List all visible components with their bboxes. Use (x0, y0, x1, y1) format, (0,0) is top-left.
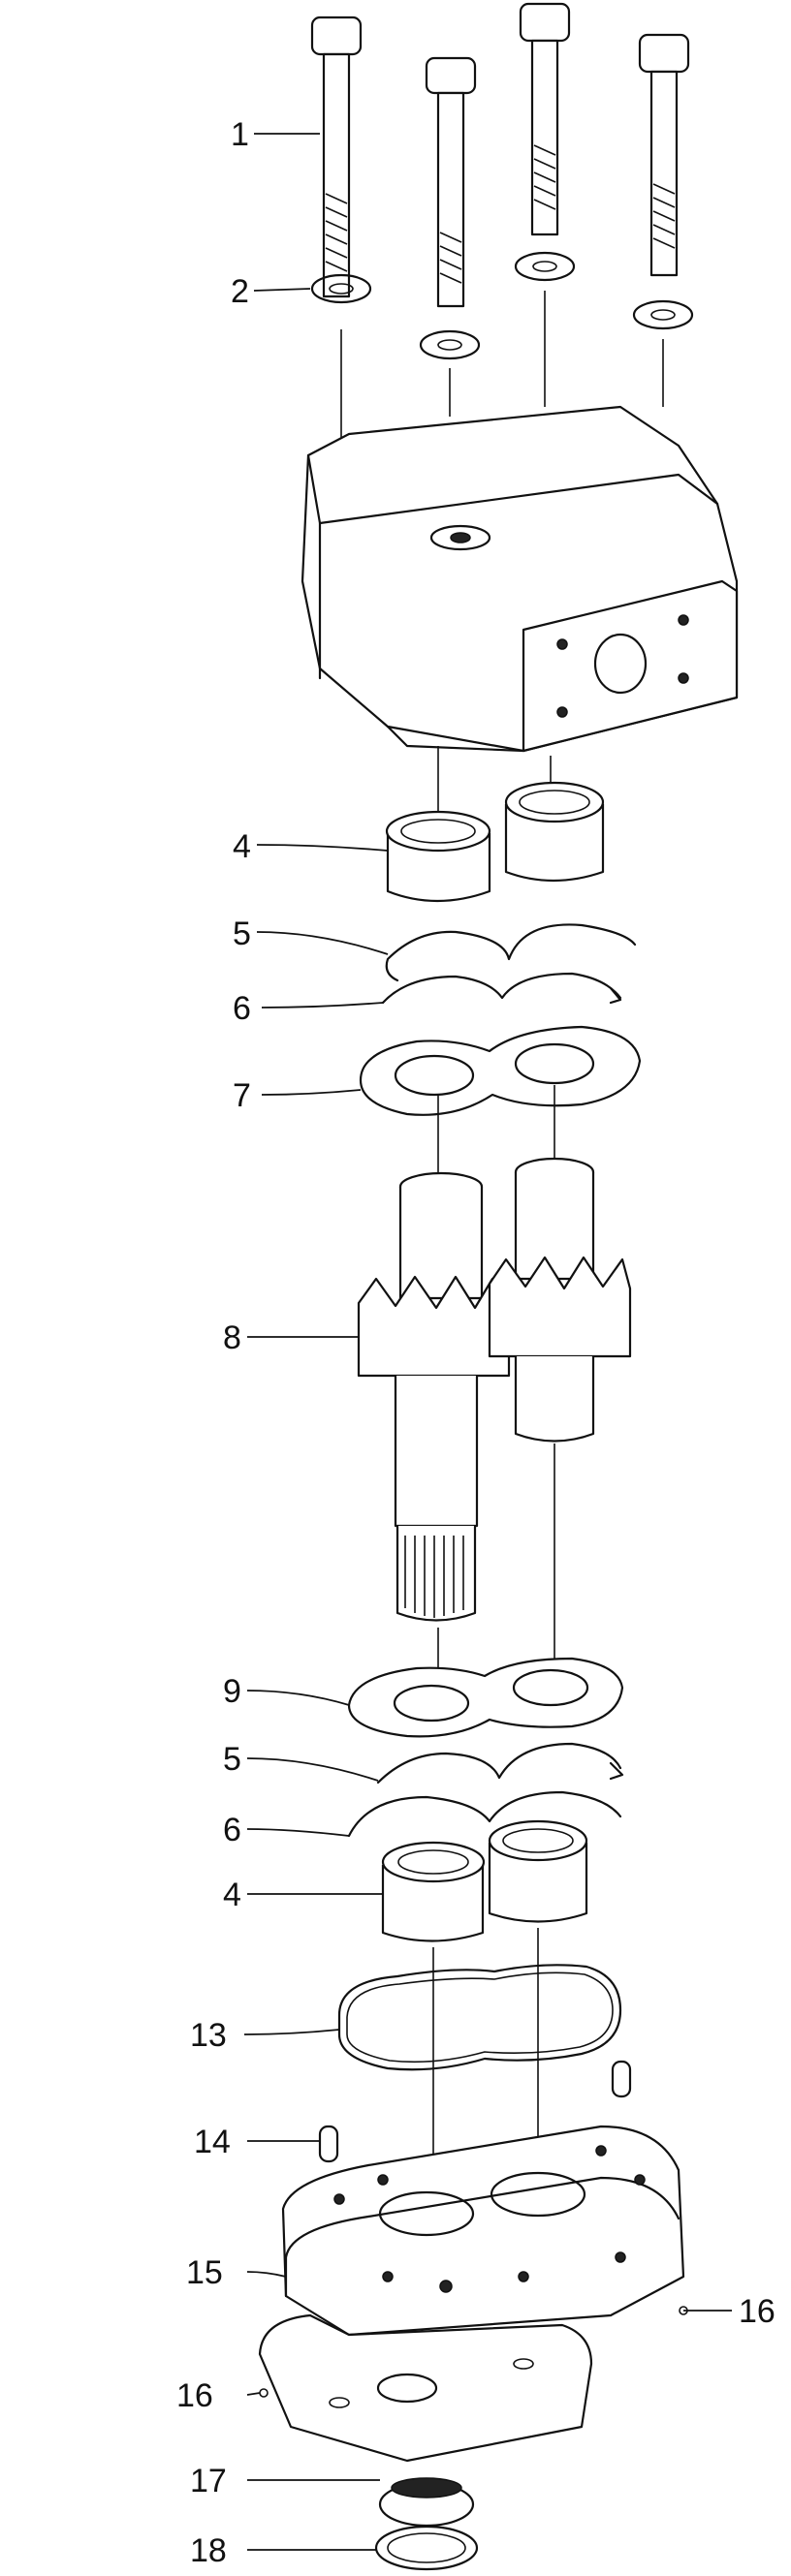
callout-6a: 6 (233, 990, 251, 1027)
callout-6b: 6 (223, 1812, 241, 1848)
shaft-seal (378, 2477, 475, 2528)
seal-wire-upper (385, 923, 637, 982)
bolt-centerlines (340, 291, 664, 446)
callout-14: 14 (194, 2124, 231, 2160)
lock-washer-3 (514, 251, 576, 282)
callout-2: 2 (231, 273, 249, 310)
lock-washer-2 (419, 329, 481, 360)
callout-8: 8 (223, 1319, 241, 1356)
bushing-lower-right (488, 1819, 588, 1923)
callout-labels: 1 2 4 5 6 7 8 9 5 6 4 13 14 15 16 16 17 … (176, 116, 775, 2569)
bolt-2 (425, 56, 477, 308)
callout-17: 17 (190, 2463, 227, 2499)
callout-5b: 5 (223, 1741, 241, 1778)
callout-18: 18 (190, 2532, 227, 2569)
bushing-upper-right (504, 781, 605, 883)
callout-16a: 16 (739, 2293, 775, 2330)
callout-15: 15 (186, 2254, 223, 2291)
o-ring (337, 1964, 622, 2071)
snap-ring (374, 2525, 479, 2571)
dowel-pin-right (611, 2060, 632, 2098)
drive-gear-shaft (357, 1171, 511, 1622)
pump-housing (301, 405, 739, 753)
bolt-4 (638, 33, 690, 277)
callout-4b: 4 (223, 1877, 241, 1913)
backup-ring-upper (381, 972, 622, 1005)
lock-washer-1 (310, 273, 372, 304)
mounting-flange (258, 2313, 593, 2463)
callout-7: 7 (233, 1077, 251, 1114)
callout-1: 1 (231, 116, 249, 153)
wear-plate-upper (359, 1025, 642, 1116)
leader-lines (243, 133, 732, 2551)
callout-5a: 5 (233, 916, 251, 952)
bushing-upper-left (385, 810, 491, 903)
backup-ring-lower (347, 1790, 622, 1838)
bushing-lower-left (381, 1841, 486, 1942)
callout-4a: 4 (233, 828, 251, 865)
bolt-1 (310, 16, 363, 298)
callout-16b: 16 (176, 2377, 213, 2414)
lock-washer-4 (632, 299, 694, 330)
pump-cover (281, 2125, 685, 2337)
callout-9: 9 (223, 1673, 241, 1710)
callout-13: 13 (190, 2017, 227, 2054)
seal-wire-lower (376, 1742, 624, 1785)
bolt-3 (519, 2, 571, 236)
wear-plate-lower (347, 1657, 624, 1738)
driven-gear-shaft (488, 1157, 632, 1443)
plate-centerlines (437, 1085, 555, 1177)
dowel-pin-left (318, 2125, 339, 2163)
